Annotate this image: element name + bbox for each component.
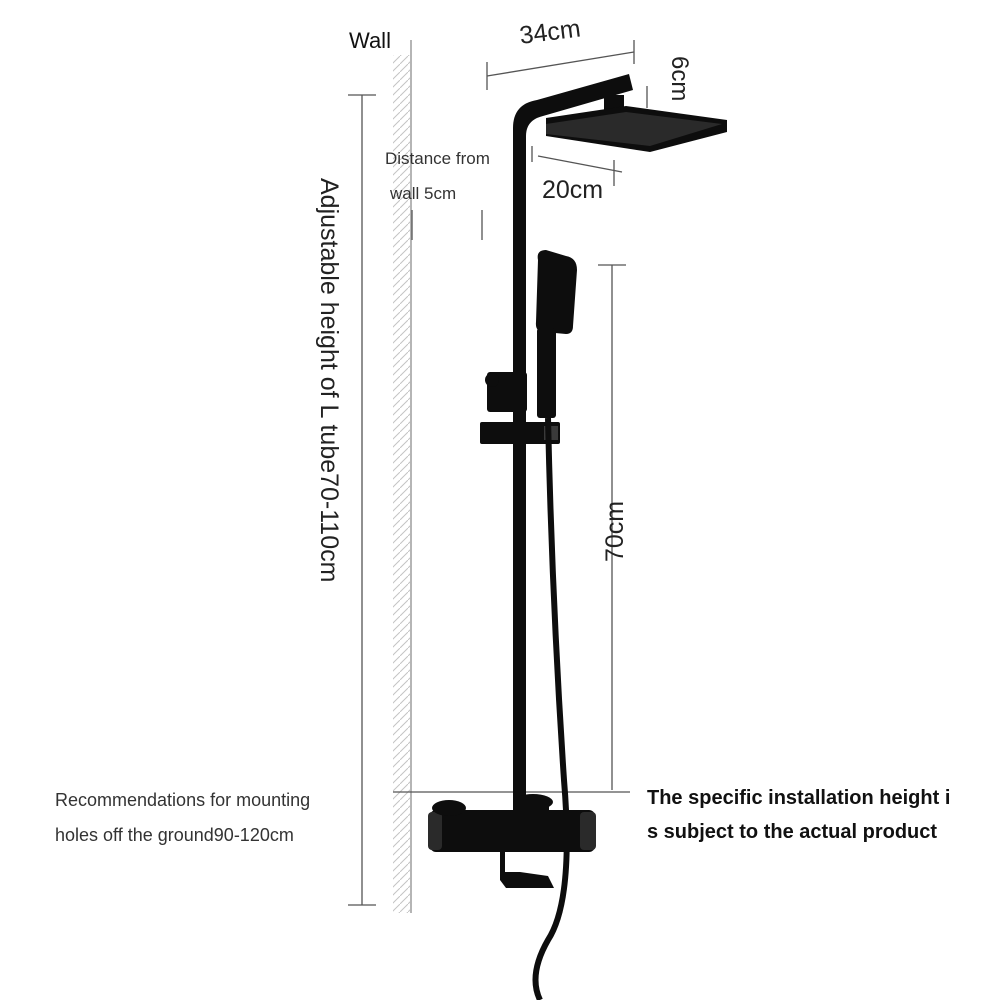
- head-height-label: 6cm: [666, 56, 693, 102]
- recommend-label-line2: holes off the ground90-120cm: [55, 825, 294, 845]
- head-depth-label: 20cm: [542, 176, 604, 204]
- recommend-label-line1: Recommendations for mounting: [55, 790, 311, 810]
- distance-label-line2: wall 5cm: [390, 184, 457, 203]
- specific-note-line1: The specific installation height i: [647, 787, 951, 809]
- shower-set: [428, 74, 727, 1000]
- wall: [393, 40, 412, 913]
- specific-note-line2: s subject to the actual product: [647, 821, 938, 843]
- dimension-lines: [348, 40, 648, 906]
- distance-label-line1: Distance from: [385, 149, 490, 168]
- adjustable-height-label: Adjustable height of L tube70-110cm: [315, 178, 343, 583]
- hand-shower-height-label: 70cm: [601, 500, 629, 562]
- wall-label: Wall: [349, 28, 391, 53]
